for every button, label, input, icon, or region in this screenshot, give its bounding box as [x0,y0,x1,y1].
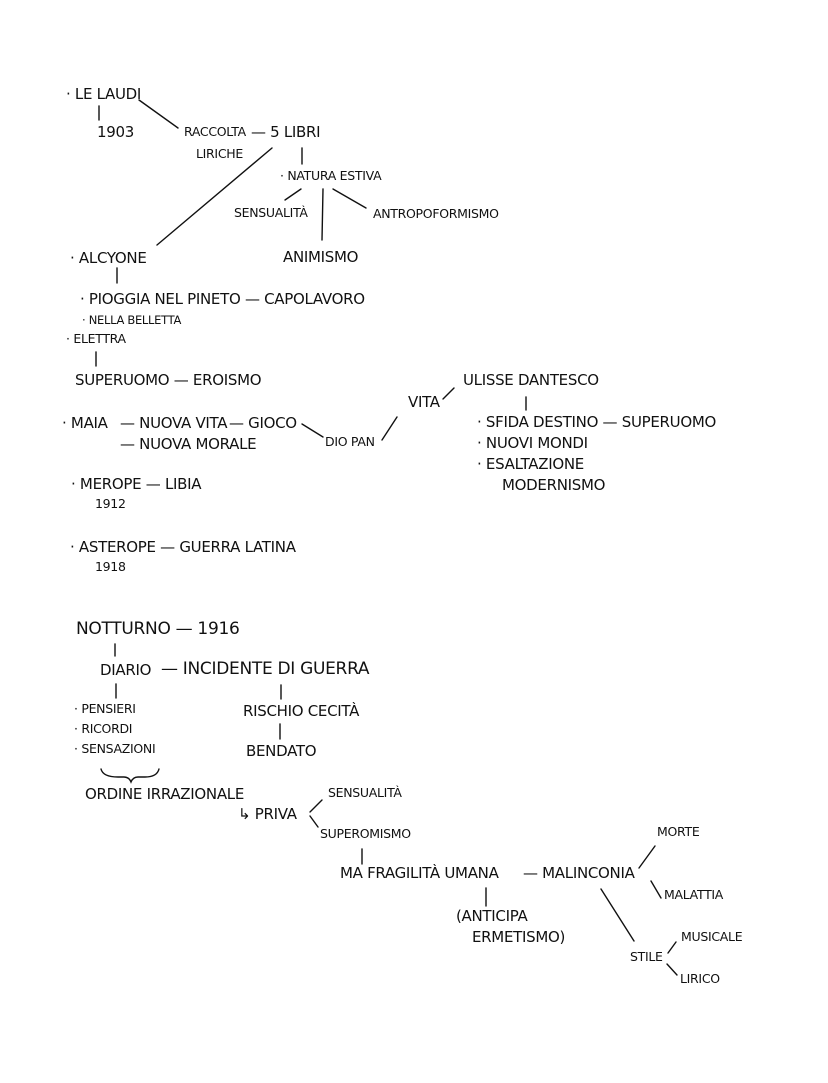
node-nuova-vita: — NUOVA VITA [120,414,228,432]
line-stile-lirico [666,963,678,976]
node-cinque-libri: — 5 LIBRI [251,123,321,141]
node-ricordi: · RICORDI [74,721,133,736]
node-natura-estiva: · NATURA ESTIVA [280,168,382,183]
node-modernismo: MODERNISMO [502,476,606,494]
node-dio-pan: DIO PAN [325,434,375,449]
line-natura-antropoformismo [332,188,367,209]
node-elettra: · ELETTRA [66,331,126,346]
node-ermetismo: ERMETISMO) [472,928,566,946]
node-ordine-irrazionale: ORDINE IRRAZIONALE [85,785,245,803]
line-gioco-diopan [301,423,324,438]
line-diopan-vita [381,416,398,441]
line-vita-ulisse [442,387,455,400]
node-antropoformismo: ANTROPOFORMISMO [373,206,499,221]
node-asterope-guerra-latina: · ASTEROPE — GUERRA LATINA [70,538,296,556]
node-sensualita: SENSUALITÀ [234,205,308,220]
node-vita: VITA [408,393,440,411]
node-raccolta: RACCOLTA [184,124,246,139]
line-malinconia-morte [638,845,656,869]
line-laudi-raccolta [138,99,179,129]
line-natura-sensualita [284,188,302,201]
node-esaltazione: · ESALTAZIONE [477,455,584,473]
node-alcyone: · ALCYONE [70,249,147,267]
node-year-1903: 1903 [97,123,134,141]
node-year-1912: 1912 [95,496,126,511]
node-year-1918: 1918 [95,559,126,574]
node-pioggia-nel-pineto: · PIOGGIA NEL PINETO — CAPOLAVORO [80,290,365,308]
node-rischio-cecita: RISCHIO CECITÀ [243,702,360,720]
node-priva: ↳ PRIVA [238,805,297,823]
line-libri-alcyone [156,147,273,246]
node-notturno-1916: NOTTURNO — 1916 [76,619,240,639]
node-anticipa: (ANTICIPA [456,907,528,925]
node-gioco: — GIOCO [229,414,297,432]
node-sfida-destino: · SFIDA DESTINO — SUPERUOMO [477,413,717,431]
node-animismo: ANIMISMO [283,248,359,266]
node-superuomo-eroismo: SUPERUOMO — EROISMO [75,371,262,389]
node-maia: · MAIA [62,414,108,432]
node-liriche: LIRICHE [196,146,243,161]
node-diario: DIARIO [100,661,152,679]
node-sensazioni: · SENSAZIONI [74,741,156,756]
line-priva-superomismo [309,815,319,828]
line-malinconia-malattia [650,880,662,899]
node-ma-fragilita-umana: MA FRAGILITÀ UMANA [340,864,499,882]
brace-sensazioni [100,768,160,784]
node-musicale: MUSICALE [681,929,743,944]
node-incidente-di-guerra: — INCIDENTE DI GUERRA [161,659,370,679]
node-lirico: LIRICO [680,971,720,986]
node-merope-libia: · MEROPE — LIBIA [71,475,202,493]
node-nuova-morale: — NUOVA MORALE [120,435,257,453]
node-bendato: BENDATO [246,742,317,760]
node-pensieri: · PENSIERI [74,701,136,716]
node-le-laudi: · LE LAUDI [66,85,142,103]
node-malinconia: — MALINCONIA [523,864,635,882]
node-stile: STILE [630,949,663,964]
node-sensualita-2: SENSUALITÀ [328,785,402,800]
node-superomismo: SUPEROMISMO [320,826,411,841]
line-natura-animismo [321,188,324,241]
node-morte: MORTE [657,824,700,839]
node-malattia: MALATTIA [664,887,724,902]
line-priva-sensualita [309,799,323,813]
node-nuovi-mondi: · NUOVI MONDI [477,434,588,452]
node-ulisse-dantesco: ULISSE DANTESCO [463,371,599,389]
line-stile-musicale [667,941,677,954]
line-malinconia-stile [600,888,635,942]
node-nella-belletta: · NELLA BELLETTA [82,313,182,327]
